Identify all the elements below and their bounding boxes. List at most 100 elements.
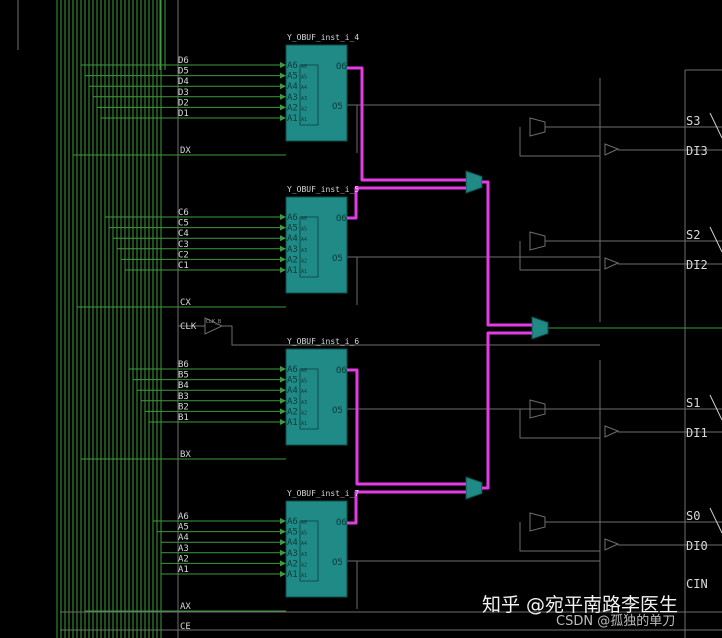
clock-buffer bbox=[204, 317, 224, 335]
lut-title: Y_OBUF_inst_i_6 bbox=[287, 337, 359, 346]
net-label: B5 bbox=[178, 371, 189, 381]
watermark-main: 知乎 @宛平南路李医生 bbox=[482, 594, 679, 616]
inner-pin-label: A2 bbox=[301, 410, 307, 416]
x-net-label: DX bbox=[180, 146, 191, 156]
small-mux bbox=[529, 512, 546, 532]
clock-cell-label: CLK_B bbox=[206, 319, 221, 325]
pin-label: A5 bbox=[287, 376, 298, 386]
o5-wire bbox=[347, 256, 358, 305]
out-label: O6 bbox=[336, 518, 347, 528]
lut-title: Y_OBUF_inst_i_7 bbox=[287, 489, 359, 498]
inner-pin-label: A6 bbox=[301, 216, 307, 222]
inner-pin-label: A3 bbox=[301, 96, 307, 102]
net-label: D5 bbox=[178, 67, 189, 77]
pin-arrow bbox=[280, 115, 286, 121]
x-net-label: CX bbox=[180, 298, 191, 308]
mux-cells bbox=[204, 170, 549, 500]
net-label: A4 bbox=[178, 533, 189, 543]
net-label: D6 bbox=[178, 56, 189, 66]
lut-inner bbox=[299, 64, 319, 126]
carry-mark bbox=[709, 112, 722, 139]
lut-title: Y_OBUF_inst_i_4 bbox=[287, 33, 359, 42]
net-label: C4 bbox=[178, 229, 189, 239]
pin-arrow bbox=[280, 214, 286, 220]
net-label: B4 bbox=[178, 381, 189, 391]
net-label: C1 bbox=[178, 261, 189, 271]
pin-arrow bbox=[280, 62, 286, 68]
pin-arrow bbox=[280, 224, 286, 231]
inner-pin-label: A2 bbox=[301, 258, 307, 264]
pin-arrow bbox=[280, 408, 286, 415]
pin-arrow bbox=[280, 93, 286, 100]
carry-di-label: DI1 bbox=[686, 426, 708, 440]
carry-mark bbox=[709, 394, 722, 421]
net-label: D4 bbox=[178, 77, 189, 87]
pin-arrow bbox=[280, 72, 286, 79]
net-label: B1 bbox=[178, 413, 189, 423]
clock-label: CLK bbox=[180, 322, 197, 332]
inner-pin-label: A3 bbox=[301, 552, 307, 558]
net-label: B3 bbox=[178, 392, 189, 402]
carry-s-label: S2 bbox=[686, 228, 700, 242]
pin-label: A4 bbox=[287, 82, 298, 92]
net-label: A5 bbox=[178, 523, 189, 533]
small-gate bbox=[604, 143, 620, 156]
pin-arrow bbox=[280, 571, 286, 577]
mux-cell bbox=[465, 170, 483, 194]
pin-arrow bbox=[280, 366, 286, 372]
out-label: O5 bbox=[332, 558, 343, 568]
lut-title: Y_OBUF_inst_i_5 bbox=[287, 185, 359, 194]
carry-wire bbox=[519, 127, 600, 157]
clock-wire bbox=[222, 325, 600, 346]
pin-label: A6 bbox=[287, 61, 298, 71]
pin-arrow bbox=[280, 397, 286, 404]
pin-arrow bbox=[280, 376, 286, 383]
carry-mark bbox=[709, 507, 722, 534]
lut-inner bbox=[299, 520, 319, 582]
pin-arrow bbox=[280, 235, 286, 242]
inner-pin-label: A3 bbox=[301, 400, 307, 406]
pin-label: A4 bbox=[287, 538, 298, 548]
pin-arrow bbox=[280, 387, 286, 394]
inner-pin-label: A4 bbox=[301, 541, 307, 547]
highlight-path bbox=[347, 66, 466, 182]
pin-arrow bbox=[280, 267, 286, 273]
highlight-path bbox=[347, 186, 466, 220]
inner-pin-label: A4 bbox=[301, 237, 307, 243]
highlight-path bbox=[482, 180, 532, 327]
lut-blocks bbox=[285, 44, 348, 598]
pin-arrow bbox=[280, 245, 286, 252]
small-gate bbox=[604, 257, 620, 270]
carry-di-label: DI3 bbox=[686, 144, 708, 158]
highlight-path bbox=[482, 331, 532, 490]
net-label: B2 bbox=[178, 402, 189, 412]
pin-arrow bbox=[280, 549, 286, 556]
x-net-label: AX bbox=[180, 602, 191, 612]
inner-pin-label: A5 bbox=[301, 75, 307, 81]
net-label: C3 bbox=[178, 240, 189, 250]
inner-pin-label: A5 bbox=[301, 227, 307, 233]
pin-label: A3 bbox=[287, 549, 298, 559]
out-label: O6 bbox=[336, 366, 347, 376]
pin-label: A3 bbox=[287, 397, 298, 407]
carry-s-label: S1 bbox=[686, 396, 700, 410]
pin-label: A2 bbox=[287, 255, 298, 265]
x-net-label: BX bbox=[180, 450, 191, 460]
pin-label: A1 bbox=[287, 570, 298, 580]
ce-label: CE bbox=[180, 622, 191, 632]
inner-pin-label: A2 bbox=[301, 562, 307, 568]
pin-label: A6 bbox=[287, 517, 298, 527]
carry-s-label: S0 bbox=[686, 509, 700, 523]
background-wires bbox=[17, 0, 722, 638]
inner-pin-label: A4 bbox=[301, 389, 307, 395]
out-label: O5 bbox=[332, 102, 343, 112]
small-gate bbox=[604, 538, 620, 551]
small-mux bbox=[529, 231, 546, 251]
carry-wire bbox=[519, 522, 600, 552]
cin-label: CIN bbox=[686, 577, 708, 591]
pin-label: A1 bbox=[287, 418, 298, 428]
net-label: C5 bbox=[178, 219, 189, 229]
pin-arrow bbox=[280, 528, 286, 535]
carry-chain-area bbox=[519, 69, 722, 638]
net-label: D1 bbox=[178, 109, 189, 119]
